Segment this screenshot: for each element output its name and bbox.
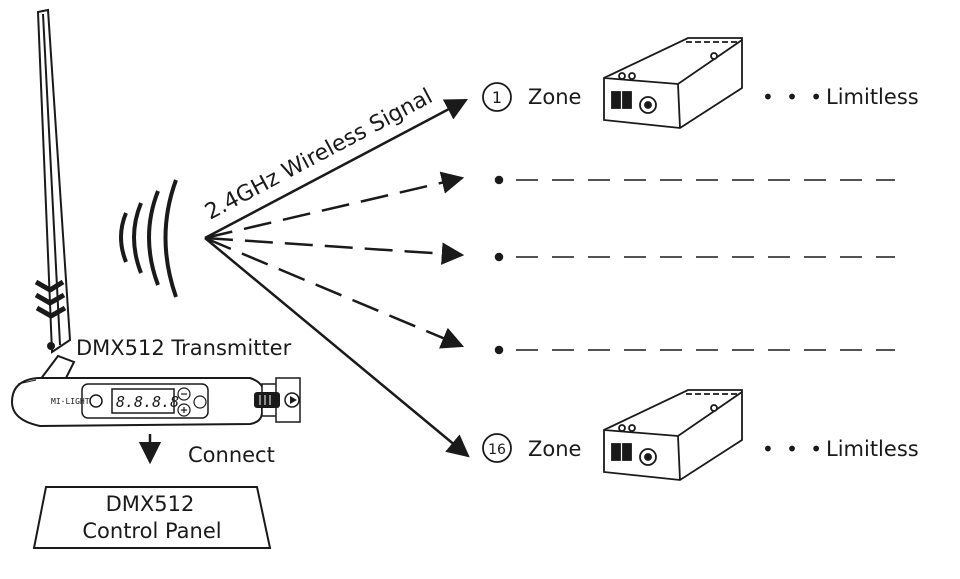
zone-1-ellipsis: • • • xyxy=(762,85,825,109)
zone-16-ellipsis: • • • xyxy=(762,437,825,461)
antenna-icon xyxy=(34,8,76,388)
zone-16-row: 16 Zone • • • Limitless xyxy=(482,389,919,481)
zone-1-row: 1 Zone • • • Limitless xyxy=(482,37,919,129)
transmitter-brand: MI·LIGHT xyxy=(51,397,90,406)
receiver-controller-icon xyxy=(603,389,743,481)
signal-arrow-dashed-2 xyxy=(204,236,465,265)
zone-1-number: 1 xyxy=(492,88,502,107)
transmitter-label: DMX512 Transmitter xyxy=(76,336,292,360)
signal-arrow-dashed-1 xyxy=(204,171,465,240)
signal-arrow-zone-1 xyxy=(204,98,468,240)
zone-1-limit: Limitless xyxy=(826,85,919,109)
receiver-controller-icon xyxy=(603,37,743,129)
signal-arrow-dashed-3 xyxy=(204,236,465,349)
zone-1-number-badge xyxy=(482,82,512,112)
dmx512-transmitter-device xyxy=(10,377,301,428)
transmitter-display: 8.8.8.8 xyxy=(116,393,179,411)
zone-placeholder-rows xyxy=(494,175,895,355)
control-panel-shape xyxy=(32,486,272,549)
zone-16-number-badge xyxy=(482,433,512,463)
signal-arrow-zone-16 xyxy=(204,237,470,458)
control-panel-line1: DMX512 xyxy=(106,492,195,516)
zone-16-label: Zone xyxy=(528,437,581,461)
zone-16-limit: Limitless xyxy=(826,437,919,461)
wireless-signal-label: 2.4GHz Wireless Signal xyxy=(201,84,437,225)
zone-16-number: 16 xyxy=(488,442,506,458)
wireless-signal-icon xyxy=(119,179,178,298)
control-panel-line2: Control Panel xyxy=(82,519,221,543)
connect-label: Connect xyxy=(188,443,275,467)
zone-1-label: Zone xyxy=(528,85,581,109)
